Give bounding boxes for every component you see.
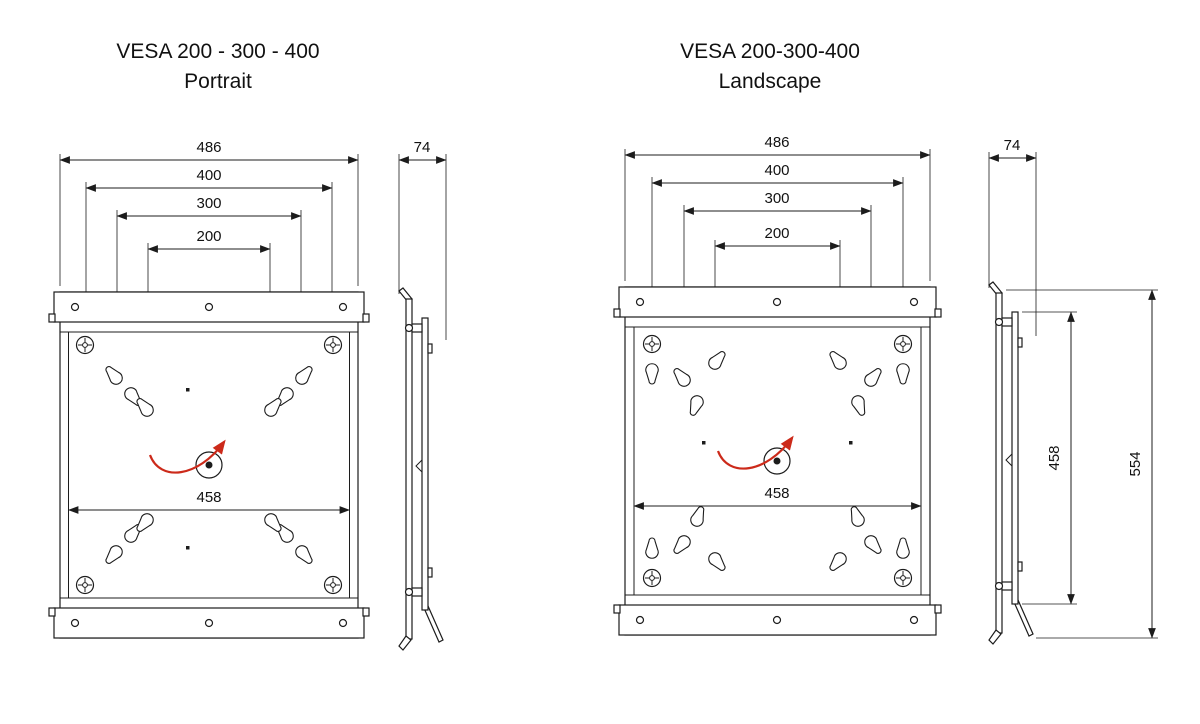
index-mark — [186, 388, 190, 392]
dim-label-458: 458 — [764, 485, 789, 502]
portrait-title: VESA 200 - 300 - 400 — [116, 40, 319, 63]
corner-screw — [893, 568, 913, 588]
corner-screw — [893, 334, 913, 354]
index-mark — [186, 546, 190, 550]
dim-label-400: 400 — [196, 167, 221, 184]
bar-tab — [362, 607, 370, 617]
dim-label-458-vertical: 458 — [1046, 445, 1063, 470]
portrait-subtitle: Portrait — [184, 70, 252, 93]
index-mark — [849, 441, 853, 445]
landscape-title: VESA 200-300-400 — [680, 40, 860, 63]
bar-tab — [613, 604, 621, 614]
portrait-drawing: VESA 200 - 300 - 400 Portrait 486 400 30… — [48, 40, 447, 651]
corner-screw — [75, 335, 95, 355]
dim-label-200: 200 — [196, 228, 221, 245]
portrait-dim-inner-width: 458 — [67, 489, 351, 514]
bar-tab — [934, 308, 942, 318]
pivot — [195, 451, 223, 479]
bar-holes — [635, 297, 919, 625]
portrait-dim-depth: 74 — [398, 139, 447, 340]
corner-screw — [323, 575, 343, 595]
portrait-dim-vesa-400: 400 — [85, 167, 333, 336]
bar-tab — [362, 313, 370, 323]
landscape-drawing: VESA 200-300-400 Landscape 486 400 300 — [613, 40, 1158, 645]
dim-label-200: 200 — [764, 225, 789, 242]
corner-screw — [642, 334, 662, 354]
dim-label-300: 300 — [764, 190, 789, 207]
bar-tab — [48, 313, 56, 323]
landscape-dim-depth: 74 — [988, 137, 1037, 336]
portrait-front-view: 458 — [48, 291, 370, 639]
portrait-dim-overall-width: 486 — [59, 139, 359, 286]
dim-label-486: 486 — [764, 134, 789, 151]
rotation-arrow-icon — [148, 439, 226, 474]
dim-label-554-vertical: 554 — [1127, 451, 1144, 476]
landscape-side-view: 74 458 554 — [988, 137, 1158, 645]
dim-label-486: 486 — [196, 139, 221, 156]
landscape-dim-inner-width: 458 — [633, 485, 922, 510]
bar-tab — [934, 604, 942, 614]
corner-screw — [642, 568, 662, 588]
bar-tab — [613, 308, 621, 318]
corner-screw — [75, 575, 95, 595]
rotation-arrow-icon — [716, 435, 794, 470]
landscape-subtitle: Landscape — [719, 70, 822, 93]
dim-label-74: 74 — [1004, 137, 1021, 154]
landscape-dim-inner-height: 458 — [1022, 311, 1077, 605]
landscape-front-view: 458 — [613, 286, 942, 636]
dim-label-300: 300 — [196, 195, 221, 212]
dim-label-458: 458 — [196, 489, 221, 506]
index-mark — [702, 441, 706, 445]
landscape-dim-overall-width: 486 — [624, 134, 931, 281]
dim-label-400: 400 — [764, 162, 789, 179]
landscape-dim-overall-height: 554 — [1006, 289, 1158, 639]
bar-holes — [70, 302, 348, 628]
portrait-side-view: 74 — [398, 139, 447, 651]
dim-label-74: 74 — [414, 139, 431, 156]
corner-screw — [323, 335, 343, 355]
bar-tab — [48, 607, 56, 617]
pivot — [763, 447, 791, 475]
